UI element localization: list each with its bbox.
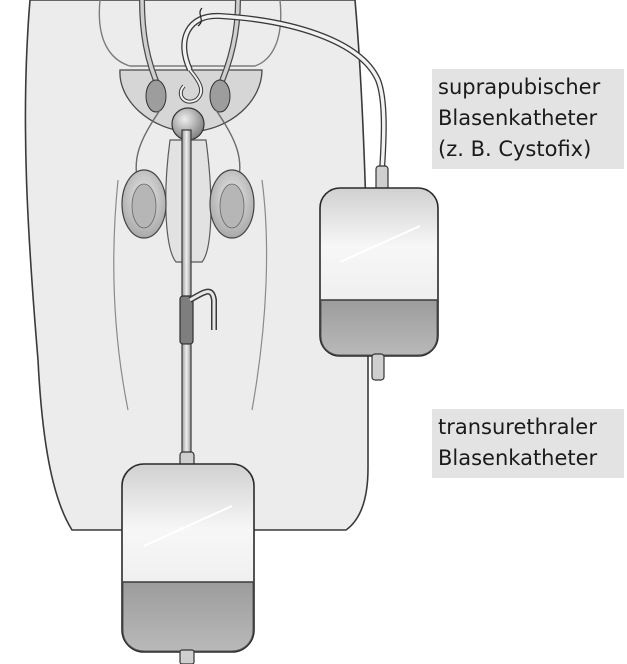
label-suprapubic-line2: Blasenkatheter <box>438 103 618 134</box>
transurethral-tube-upper <box>182 130 191 300</box>
bag-transurethral-outlet <box>180 650 194 664</box>
bag-suprapubic-outlet <box>372 354 384 380</box>
catheter-connector <box>180 296 193 344</box>
label-suprapubic-line3: (z. B. Cystofix) <box>438 134 618 165</box>
label-transurethral-line2: Blasenkatheter <box>438 443 618 474</box>
bag-transurethral-urine <box>123 582 253 651</box>
label-transurethral-line1: transurethraler <box>438 412 618 443</box>
bag-suprapubic-urine <box>321 300 437 355</box>
seminal-vesicle-left <box>146 80 166 112</box>
label-suprapubic-catheter: suprapubischer Blasenkatheter (z. B. Cys… <box>432 69 624 169</box>
testis-left-inner <box>132 184 156 228</box>
testis-right-inner <box>220 184 244 228</box>
seminal-vesicle-right <box>210 80 230 112</box>
transurethral-tube-lower <box>182 344 191 454</box>
label-transurethral-catheter: transurethraler Blasenkatheter <box>432 409 624 478</box>
label-suprapubic-line1: suprapubischer <box>438 72 618 103</box>
